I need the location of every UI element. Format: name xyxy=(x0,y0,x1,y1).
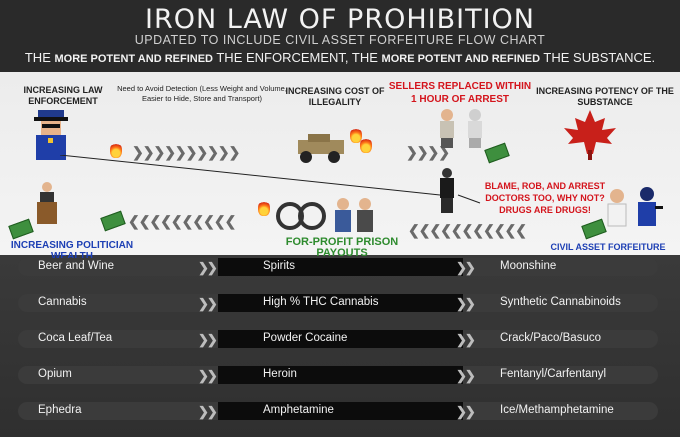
tagline: THE MORE POTENT AND REFINED THE ENFORCEM… xyxy=(24,50,656,65)
traditional-substance: Opium xyxy=(38,368,72,380)
refined-substance: Heroin xyxy=(263,368,297,380)
money-icon xyxy=(8,218,34,240)
armored-vehicle-icon xyxy=(298,134,344,163)
maple-leaf-icon xyxy=(564,110,616,160)
flow-line xyxy=(60,155,481,204)
fire-icon xyxy=(258,200,270,216)
potent-substance: Fentanyl/Carfentanyl xyxy=(500,368,607,380)
detection-note: Need to Avoid Detection (Less Weight and… xyxy=(117,84,287,103)
cost-label: INCREASING COST OF ILLEGALITY xyxy=(285,86,385,107)
fire-icon xyxy=(110,142,122,158)
potent-substance: Ice/Methamphetamine xyxy=(500,404,614,416)
doctor-arrest-icon xyxy=(607,187,663,227)
traditional-substance: Ephedra xyxy=(38,404,82,416)
traditional-substance: Beer and Wine xyxy=(38,260,115,272)
subtitle: UPDATED TO INCLUDE CIVIL ASSET FORFEITUR… xyxy=(134,33,546,47)
refined-substance: Spirits xyxy=(263,260,295,272)
refined-substance: Amphetamine xyxy=(263,404,334,416)
title: IRON LAW OF PROHIBITION xyxy=(144,4,535,35)
fire-icon xyxy=(360,137,372,153)
potent-substance: Moonshine xyxy=(500,260,557,272)
potent-substance: Crack/Paco/Basuco xyxy=(500,332,601,344)
traditional-substance: Coca Leaf/Tea xyxy=(38,332,113,344)
prison-handcuffs-icon xyxy=(276,198,373,232)
refined-substance: High % THC Cannabis xyxy=(263,296,379,308)
substance-row: ❯❯❯❯ Coca Leaf/Tea Powder Cocaine Crack/… xyxy=(18,330,658,348)
potent-substance: Synthetic Cannabinoids xyxy=(500,296,621,308)
substance-row: ❯❯❯❯ Cannabis High % THC Cannabis Synthe… xyxy=(18,294,658,312)
arrow-forward-icon: ❯❯❯❯ xyxy=(406,144,450,160)
enforcement-label: INCREASING LAW ENFORCEMENT xyxy=(23,85,103,106)
traditional-substance: Cannabis xyxy=(38,296,87,308)
dealer-icon xyxy=(440,168,454,213)
police-officer-icon xyxy=(34,110,68,160)
blame-label: BLAME, ROB, AND ARREST DOCTORS TOO, WHY … xyxy=(484,181,606,215)
fire-icon xyxy=(350,127,362,143)
potency-label: INCREASING POTENCY OF THE SUBSTANCE xyxy=(536,86,674,107)
sellers-icon xyxy=(440,109,482,148)
arrow-forward-icon: ❯❯❯❯❯❯❯❯❯❯ xyxy=(132,144,240,160)
sellers-label: SELLERS REPLACED WITHIN 1 HOUR OF ARREST xyxy=(388,81,532,105)
substance-row: ❯❯❯❯ Opium Heroin Fentanyl/Carfentanyl xyxy=(18,366,658,384)
forfeiture-label: CIVIL ASSET FORFEITURE xyxy=(550,242,666,252)
arrow-back-icon: ❮❮❮❮❮❮❮❮❮❮ xyxy=(128,213,236,229)
prison-payouts-label: FOR-PROFIT PRISON PAYOUTS xyxy=(285,236,399,259)
politician-wealth-label: INCREASING POLITICIAN WEALTH xyxy=(10,240,134,262)
politician-podium-icon xyxy=(37,182,57,224)
refined-substance: Powder Cocaine xyxy=(263,332,348,344)
substance-row: ❯❯❯❯ Beer and Wine Spirits Moonshine xyxy=(18,258,658,276)
arrow-back-icon: ❮❮❮❮❮❮❮❮❮❮❮ xyxy=(408,222,527,238)
substance-row: ❯❯❯❯ Ephedra Amphetamine Ice/Methampheta… xyxy=(18,402,658,420)
money-icon xyxy=(581,218,607,240)
